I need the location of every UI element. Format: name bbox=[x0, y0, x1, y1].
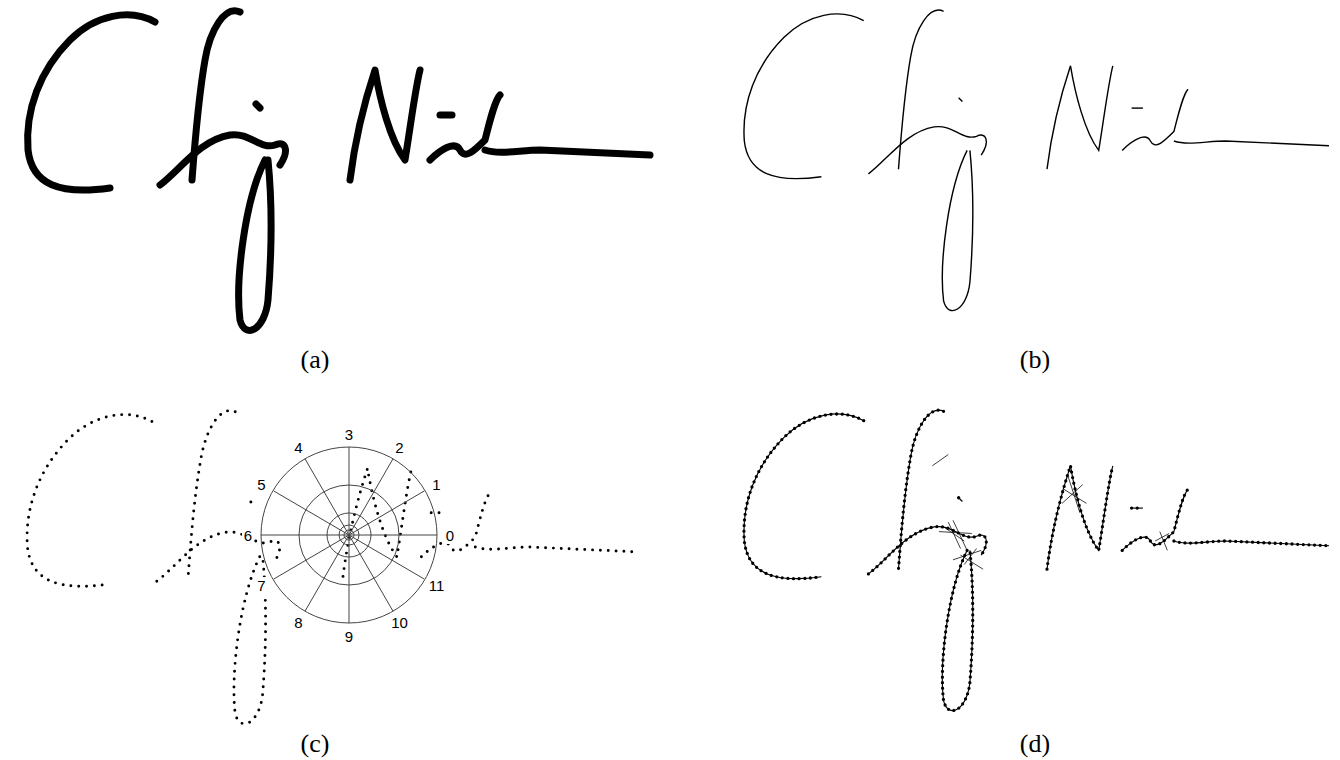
signature-skeleton bbox=[744, 10, 1329, 310]
sector-number: 5 bbox=[255, 476, 267, 493]
sector-number: 2 bbox=[393, 439, 405, 456]
panel-label: (a) bbox=[299, 347, 332, 373]
signature-image bbox=[28, 11, 650, 331]
sector-number: 10 bbox=[389, 614, 410, 631]
panel-label: (b) bbox=[1018, 347, 1052, 373]
sector-number: 8 bbox=[292, 614, 304, 631]
panel-label: (d) bbox=[1018, 731, 1052, 757]
signature-points bbox=[27, 411, 637, 724]
sector-number: 9 bbox=[343, 628, 355, 645]
sector-number: 4 bbox=[292, 439, 304, 456]
panel-label: (c) bbox=[299, 731, 332, 757]
shape-context-grid bbox=[261, 447, 437, 623]
sector-number: 3 bbox=[343, 426, 355, 443]
sector-number: 1 bbox=[430, 476, 442, 493]
sector-number: 0 bbox=[444, 527, 456, 544]
sector-number: 6 bbox=[242, 527, 254, 544]
sector-number: 11 bbox=[427, 577, 447, 594]
signature-graph bbox=[744, 410, 1329, 710]
sector-number: 7 bbox=[255, 577, 267, 594]
